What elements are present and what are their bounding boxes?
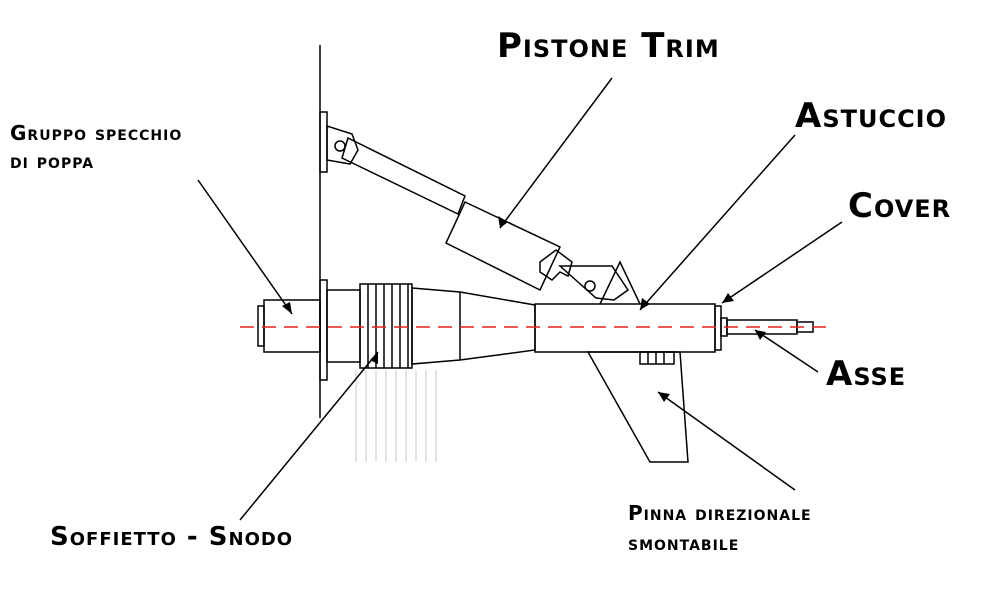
cover-cap (714, 305, 722, 351)
label-pinna-line1: Pinna direzionale (628, 501, 812, 525)
trim-clevis-pin (584, 280, 596, 292)
upper-strut (599, 260, 641, 305)
arrow-pinna (658, 392, 670, 402)
arrow-astuccio (640, 298, 650, 310)
label-asse: Asse (826, 354, 907, 394)
leader-astuccio (639, 134, 796, 311)
leader-pistone (499, 77, 613, 229)
transom-upper-plate (319, 111, 328, 173)
directional-fin (586, 351, 689, 463)
trim-clevis-arm (558, 265, 630, 301)
bellows-housing (326, 289, 361, 363)
arrow-pistone (498, 216, 508, 228)
arrow-gruppo (282, 302, 292, 314)
label-pinna-line2: smontabile (628, 531, 740, 555)
label-gruppo-line1: Gruppo specchio (10, 121, 183, 145)
tapered-joint (411, 287, 536, 365)
arrow-soffietto (370, 352, 378, 364)
trim-cylinder (445, 200, 561, 292)
astuccio-housing (534, 303, 716, 353)
label-pistone-trim: Pistone Trim (497, 26, 720, 66)
label-astuccio: Astuccio (795, 96, 948, 136)
label-cover: Cover (848, 186, 952, 226)
fin-slots (639, 351, 675, 365)
label-gruppo-line2: di poppa (10, 149, 95, 173)
arrow-asse (755, 330, 766, 340)
transom-lower-plate (319, 279, 328, 381)
arrow-cover (722, 293, 734, 303)
inner-flange (257, 305, 265, 347)
leader-cover (721, 221, 843, 304)
trim-rod (341, 136, 466, 216)
leader-soffietto (239, 351, 379, 521)
trim-lug (326, 124, 359, 165)
inner-housing (263, 299, 321, 353)
label-soffietto: Soffietto - Snodo (50, 522, 294, 552)
trim-clevis (539, 249, 573, 281)
trim-lug-pin (334, 140, 346, 152)
leader-pinna (657, 391, 796, 491)
leader-asse (754, 329, 819, 373)
leader-gruppo (197, 179, 293, 315)
